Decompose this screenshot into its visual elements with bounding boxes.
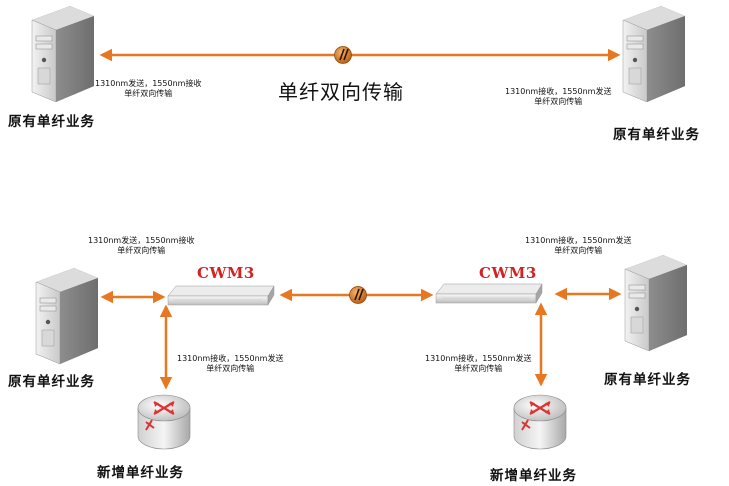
top-right-note-line2: 单纤双向传输 (534, 97, 583, 106)
bottom-right-upper-note: 1310nm接收，1550nm发送 单纤双向传输 (525, 236, 631, 256)
top-left-note-line1: 1310nm发送，1550nm接收 (95, 79, 202, 88)
bottom-left-lower-note: 1310nm接收，1550nm发送 单纤双向传输 (177, 354, 283, 374)
left-cwm3-label: CWM3 (197, 264, 255, 282)
top-left-note: 1310nm发送，1550nm接收 单纤双向传输 (95, 79, 201, 99)
left-router-label: 新增单纤业务 (97, 465, 184, 481)
bottom-right-lower-note-line2: 单纤双向传输 (454, 364, 503, 373)
left-router-icon (136, 393, 192, 451)
right-cwm3-label: CWM3 (479, 264, 537, 282)
top-right-server-label: 原有单纤业务 (613, 127, 700, 143)
bottom-right-lower-note-line1: 1310nm接收，1550nm发送 (425, 354, 532, 363)
bottom-left-server-label: 原有单纤业务 (8, 374, 95, 390)
bottom-left-upper-note: 1310nm发送，1550nm接收 单纤双向传输 (88, 236, 194, 256)
top-fiber-connector-icon (333, 45, 353, 65)
right-server-icon (622, 5, 686, 103)
right-router-icon (512, 393, 568, 451)
top-left-server-label: 原有单纤业务 (8, 114, 95, 130)
bottom-right-upper-note-line1: 1310nm接收，1550nm发送 (525, 236, 632, 245)
left-cwm3-device-icon (167, 285, 275, 306)
top-right-note-line1: 1310nm接收，1550nm发送 (505, 87, 612, 96)
bottom-right-lower-note: 1310nm接收，1550nm发送 单纤双向传输 (425, 354, 531, 374)
left-server-icon (31, 5, 95, 103)
bottom-left-upper-note-line1: 1310nm发送，1550nm接收 (88, 236, 195, 245)
middle-fiber-connector-icon (348, 285, 368, 305)
bottom-right-server-icon (624, 254, 688, 352)
bottom-right-upper-note-line2: 单纤双向传输 (554, 246, 603, 255)
bottom-left-lower-note-line2: 单纤双向传输 (206, 364, 255, 373)
top-link-title: 单纤双向传输 (278, 80, 404, 104)
bottom-left-server-icon (35, 267, 99, 365)
bottom-left-upper-note-line2: 单纤双向传输 (117, 246, 166, 255)
bottom-left-lower-note-line1: 1310nm接收，1550nm发送 (177, 354, 284, 363)
right-router-label: 新增单纤业务 (490, 468, 577, 484)
bottom-right-server-label: 原有单纤业务 (604, 372, 691, 388)
top-right-note: 1310nm接收，1550nm发送 单纤双向传输 (505, 87, 611, 107)
top-left-note-line2: 单纤双向传输 (124, 89, 173, 98)
right-cwm3-device-icon (435, 283, 543, 304)
